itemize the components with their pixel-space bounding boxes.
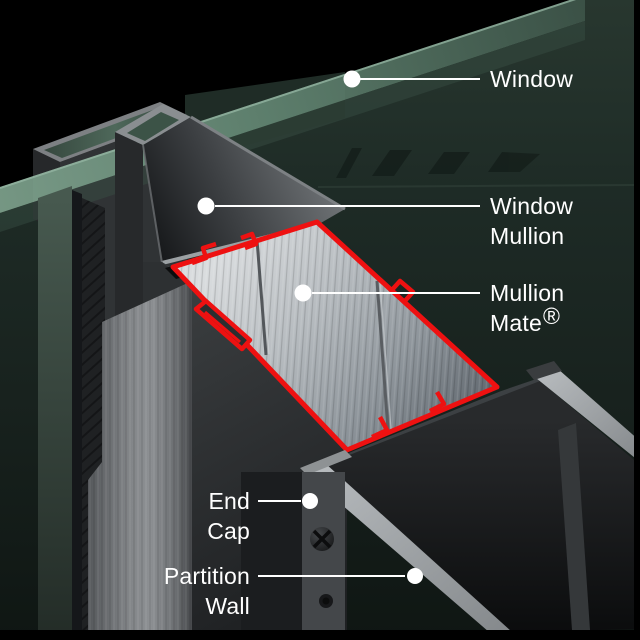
label-end-cap-line2: Cap bbox=[207, 518, 250, 544]
callout-partition-wall: Partition Wall bbox=[164, 563, 423, 619]
label-mullion-mate-line2: Mate bbox=[490, 310, 542, 336]
end-cap-screw bbox=[310, 527, 334, 551]
mate-seam-2 bbox=[375, 280, 390, 431]
clip-hook-icon bbox=[371, 415, 390, 440]
glass-seam-line bbox=[317, 184, 635, 188]
leader-dot-icon bbox=[294, 284, 312, 302]
mullion-mate-part bbox=[170, 219, 500, 453]
mate-seam-1-highlight bbox=[259, 239, 270, 355]
leader-dot-icon bbox=[302, 493, 318, 509]
label-mullion-mate-line1: Mullion bbox=[490, 280, 564, 306]
mate-seam-1 bbox=[255, 239, 268, 356]
under-rim-shadow bbox=[143, 262, 192, 305]
clip-slot-inner bbox=[204, 310, 241, 344]
mullion-mate-red-outline bbox=[170, 219, 500, 453]
callout-mullion-mate: Mullion Mate ® bbox=[294, 280, 564, 336]
label-partition-wall-line2: Wall bbox=[205, 593, 250, 619]
end-cap-front-face bbox=[302, 472, 345, 632]
callout-window-mullion: Window Mullion bbox=[197, 193, 573, 249]
right-edge-trim bbox=[634, 0, 640, 640]
leader-dot-icon bbox=[343, 70, 361, 88]
end-cap-screw-hole bbox=[319, 594, 333, 608]
callouts: Window Window Mullion Mullion Mate ® End… bbox=[164, 66, 573, 619]
partition-far-edge bbox=[536, 369, 640, 462]
box-back-rim-edge bbox=[190, 115, 346, 211]
registered-mark-icon: ® bbox=[543, 303, 560, 329]
leader-dot-icon bbox=[197, 197, 215, 215]
glass-reflection-watermark bbox=[336, 148, 540, 178]
mullion-mate-clips bbox=[191, 231, 447, 440]
far-edge-cap bbox=[526, 361, 562, 380]
mate-seam-2-highlight bbox=[379, 280, 392, 430]
cavity-stud bbox=[558, 423, 590, 630]
label-window: Window bbox=[490, 66, 573, 92]
mullion-mate-brushed-texture bbox=[173, 222, 497, 450]
label-end-cap-line1: End bbox=[208, 488, 250, 514]
callout-end-cap: End Cap bbox=[207, 488, 318, 544]
clip-hook-icon bbox=[240, 231, 259, 251]
end-cap-side-face bbox=[241, 472, 302, 632]
bottom-edge-trim bbox=[0, 630, 640, 640]
label-window-mullion-line1: Window bbox=[490, 193, 573, 219]
clip-hook-icon bbox=[428, 390, 447, 414]
partition-assembly bbox=[241, 361, 640, 632]
end-cap-top-edge bbox=[300, 450, 352, 475]
callout-window: Window bbox=[343, 66, 573, 92]
clip-hook-icon bbox=[191, 241, 217, 266]
leader-dot-icon bbox=[407, 568, 423, 584]
box-left-corner-edge bbox=[142, 144, 163, 264]
partition-near-edge bbox=[305, 464, 512, 632]
tall-tube-left-face bbox=[115, 132, 143, 318]
clip-slot bbox=[193, 298, 253, 352]
label-partition-wall-line1: Partition bbox=[164, 563, 250, 589]
mullion-brush-texture bbox=[88, 281, 192, 632]
clip-hook-icon bbox=[389, 278, 416, 304]
label-window-mullion-line2: Mullion bbox=[490, 223, 564, 249]
tall-tube-opening bbox=[127, 112, 179, 141]
